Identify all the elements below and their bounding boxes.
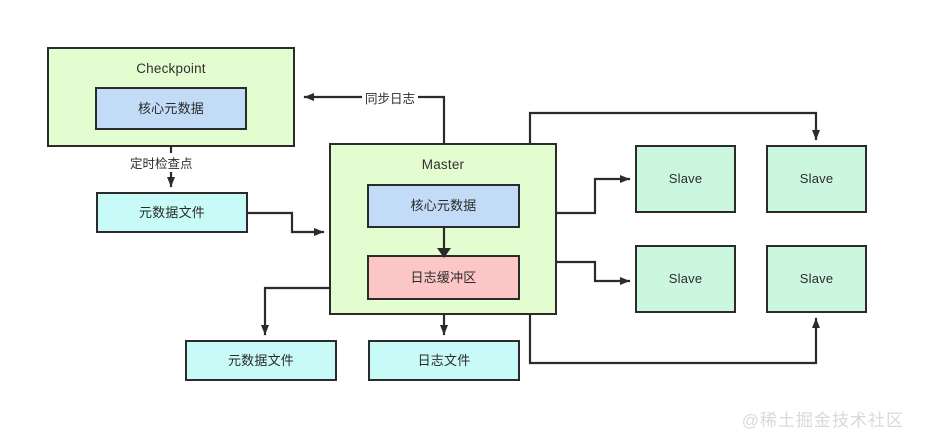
slave-bottom-left-label: Slave — [668, 271, 703, 287]
checkpoint-core-metadata-box[interactable]: 核心元数据 — [95, 87, 247, 130]
watermark: @稀土掘金技术社区 — [741, 411, 904, 430]
metadata-file-left-label: 元数据文件 — [138, 204, 205, 220]
checkpoint-core-metadata-label: 核心元数据 — [137, 100, 204, 116]
checkpoint-group[interactable]: Checkpoint — [47, 47, 295, 147]
edge-master-to-slave-bottom-right — [528, 313, 820, 365]
edge-label-sync-log: 同步日志 — [362, 88, 419, 107]
edge-core-metadata-to-log-buffer — [437, 226, 451, 258]
log-buffer-box[interactable]: 日志缓冲区 — [367, 255, 520, 300]
edge-master-to-slave-bottom-left — [555, 260, 631, 285]
edge-master-to-slave-top-right — [528, 111, 820, 145]
edge-label-periodic-checkpoint: 定时检查点 — [127, 153, 196, 172]
metadata-file-left-box[interactable]: 元数据文件 — [96, 192, 248, 233]
slave-top-right-label: Slave — [799, 171, 834, 187]
edge-master-to-metadata-file — [261, 286, 331, 336]
checkpoint-group-title: Checkpoint — [136, 61, 206, 76]
metadata-file-bottom-label: 元数据文件 — [227, 352, 294, 368]
slave-top-left-box[interactable]: Slave — [635, 145, 736, 213]
log-file-bottom-box[interactable]: 日志文件 — [368, 340, 520, 381]
log-file-bottom-label: 日志文件 — [417, 352, 471, 368]
log-buffer-label: 日志缓冲区 — [410, 269, 477, 285]
slave-top-left-label: Slave — [668, 171, 703, 187]
edge-metadata-to-master — [246, 211, 325, 236]
slave-bottom-right-label: Slave — [799, 271, 834, 287]
master-core-metadata-box[interactable]: 核心元数据 — [367, 184, 520, 228]
master-core-metadata-label: 核心元数据 — [410, 198, 477, 214]
metadata-file-bottom-box[interactable]: 元数据文件 — [185, 340, 337, 381]
slave-bottom-right-box[interactable]: Slave — [766, 245, 867, 313]
master-group-title: Master — [421, 157, 465, 172]
edge-master-to-slave-top-left — [555, 175, 631, 215]
slave-bottom-left-box[interactable]: Slave — [635, 245, 736, 313]
slave-top-right-box[interactable]: Slave — [766, 145, 867, 213]
edge-sync-log — [303, 93, 446, 145]
